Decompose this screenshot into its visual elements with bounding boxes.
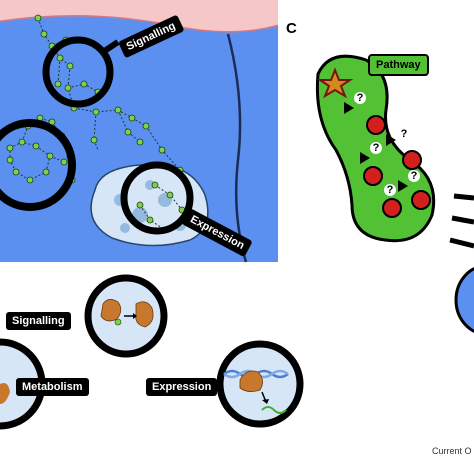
cell-boundary bbox=[226, 33, 248, 263]
unknown-marker-2: ? bbox=[398, 128, 410, 140]
inset-signalling bbox=[84, 274, 168, 358]
journal-credit: Current O bbox=[432, 446, 472, 456]
unknown-marker-3: ? bbox=[370, 142, 382, 154]
lens-signalling bbox=[42, 36, 120, 108]
star-icon bbox=[316, 67, 354, 99]
label-metabolism-b: Metabolism bbox=[16, 378, 89, 396]
inset-expression bbox=[216, 340, 304, 428]
unknown-marker-5: ? bbox=[384, 184, 396, 196]
membrane bbox=[0, 0, 278, 33]
panel-a bbox=[0, 0, 279, 263]
panel-b bbox=[0, 274, 304, 430]
unknown-marker-1: ? bbox=[354, 92, 366, 104]
unknown-marker-4: ? bbox=[408, 170, 420, 182]
pathway-nodes bbox=[363, 115, 431, 218]
panel-c bbox=[315, 54, 474, 333]
panel-letter-c: C bbox=[286, 20, 297, 37]
target-blob bbox=[454, 267, 474, 333]
spoke-lines bbox=[449, 193, 474, 249]
arrow-markers bbox=[344, 102, 408, 192]
lens-metabolism bbox=[0, 119, 76, 211]
label-pathway: Pathway bbox=[368, 54, 429, 76]
label-expression-b: Expression bbox=[146, 378, 218, 396]
label-signalling-b: Signalling bbox=[6, 312, 71, 330]
